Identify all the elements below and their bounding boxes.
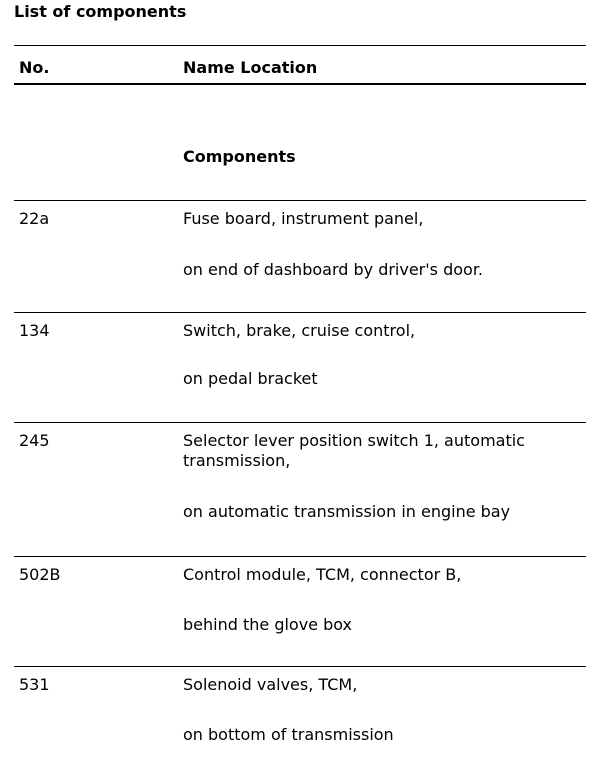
header-name-location: Name Location (183, 58, 318, 77)
row-number: 22a (19, 209, 50, 228)
row-divider (14, 666, 586, 667)
table-header: No. Name Location (0, 58, 608, 80)
row-divider (14, 200, 586, 201)
row-name: Control module, TCM, connector B, (183, 565, 462, 584)
row-name: Fuse board, instrument panel, (183, 209, 424, 228)
row-number: 531 (19, 675, 50, 694)
page-title: List of components (14, 2, 187, 21)
row-location: on automatic transmission in engine bay (183, 502, 511, 521)
table-top-rule (14, 45, 586, 46)
row-location: on pedal bracket (183, 369, 318, 388)
section-heading: Components (183, 147, 296, 166)
row-name: Solenoid valves, TCM, (183, 675, 358, 694)
row-location: on end of dashboard by driver's door. (183, 260, 484, 279)
row-divider (14, 556, 586, 557)
row-number: 134 (19, 321, 50, 340)
row-number: 502B (19, 565, 61, 584)
row-divider (14, 422, 586, 423)
row-divider (14, 312, 586, 313)
header-no: No. (19, 58, 50, 77)
row-number: 245 (19, 431, 50, 450)
row-name: Selector lever position switch 1, automa… (183, 431, 525, 470)
row-name: Switch, brake, cruise control, (183, 321, 416, 340)
row-location: behind the glove box (183, 615, 353, 634)
header-divider (14, 83, 586, 85)
row-location: on bottom of transmission (183, 725, 394, 744)
